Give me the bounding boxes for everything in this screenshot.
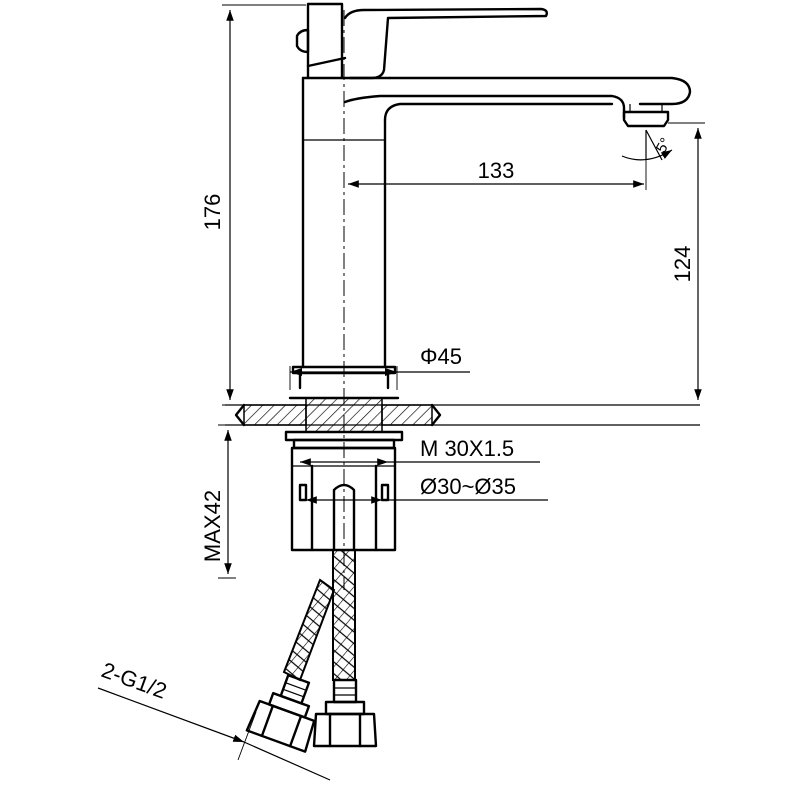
faucet-body: [291, 2, 692, 390]
spout-height-label: 124: [670, 246, 695, 283]
spout-angle-label: 5°: [653, 135, 675, 156]
total-height-label: 176: [200, 194, 225, 231]
supply-hoses: [245, 549, 378, 753]
max-thickness-label: MAX42: [200, 490, 225, 562]
hole-range-label: Ø30~Ø35: [420, 474, 516, 499]
dimension-lines: [97, 4, 705, 781]
thread-label: M 30X1.5: [420, 436, 514, 461]
spout-reach-label: 133: [478, 158, 515, 183]
counter-section: [225, 396, 700, 433]
base-diameter-label: Φ45: [420, 344, 462, 369]
hose-connection-label: 2-G1/2: [98, 657, 170, 703]
